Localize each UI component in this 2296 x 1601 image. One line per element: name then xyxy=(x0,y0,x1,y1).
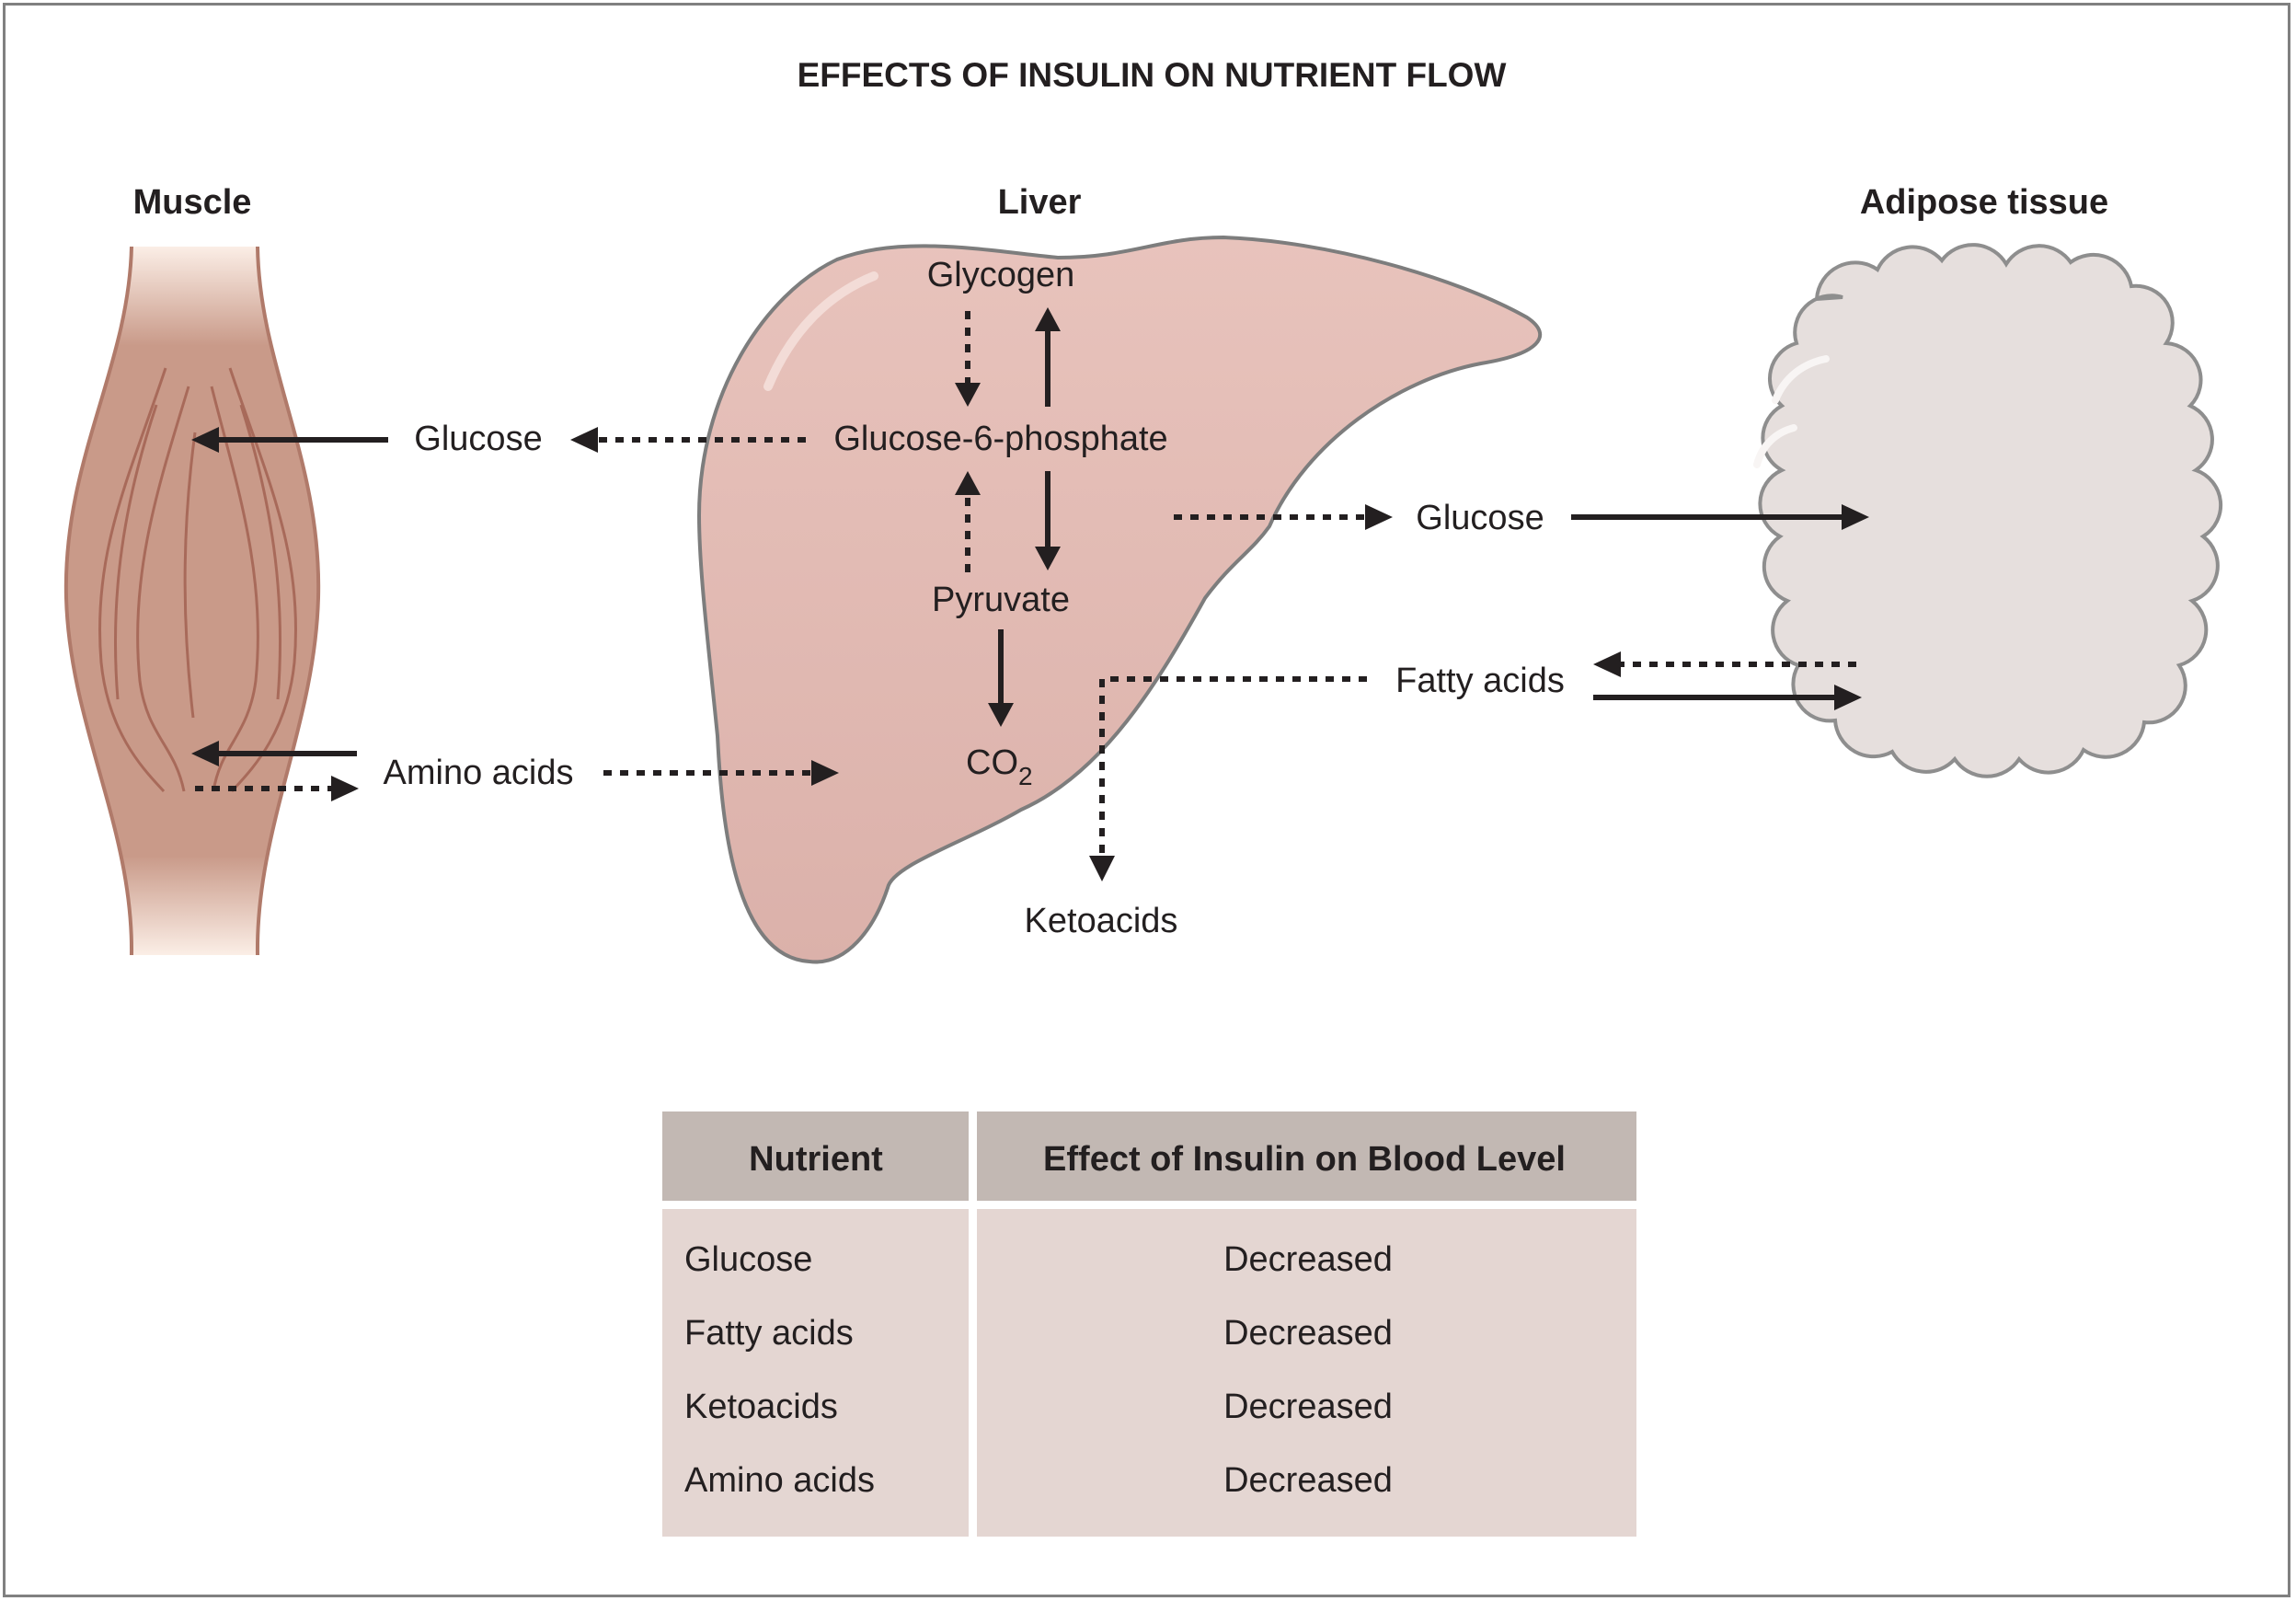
glucose-6-phosphate-label: Glucose-6-phosphate xyxy=(833,420,1167,458)
co2-subscript: 2 xyxy=(1018,762,1033,790)
table-body-effect-column xyxy=(977,1209,1636,1537)
insulin-effect-table: Nutrient Effect of Insulin on Blood Leve… xyxy=(662,1111,1636,1537)
glucose-to-muscle-label: Glucose xyxy=(414,420,542,458)
table-header-cell-nutrient xyxy=(662,1111,969,1201)
table-cell-nutrient: Fatty acids xyxy=(684,1314,854,1353)
table-cell-effect: Decreased xyxy=(1223,1314,1393,1353)
glycogen-label: Glycogen xyxy=(927,256,1075,294)
adipose-illustration xyxy=(1753,243,2223,778)
table-cell-nutrient: Glucose xyxy=(684,1240,812,1279)
co2-label: CO2 xyxy=(966,743,1033,790)
arrows-group xyxy=(191,307,1869,881)
figure-border xyxy=(3,3,2290,1597)
adipose-heading: Adipose tissue xyxy=(1860,183,2108,222)
muscle-heading: Muscle xyxy=(133,183,252,222)
table-header-cell-effect xyxy=(977,1111,1636,1201)
liver-heading: Liver xyxy=(998,183,1082,222)
table-cell-effect: Decreased xyxy=(1223,1461,1393,1500)
muscle-illustration xyxy=(63,246,321,956)
table-header-nutrient: Nutrient xyxy=(749,1140,883,1179)
glucose-to-adipose-label: Glucose xyxy=(1416,499,1544,537)
table-body-nutrient-column xyxy=(662,1209,969,1537)
ketoacids-label: Ketoacids xyxy=(1025,902,1178,940)
co2-base-text: CO xyxy=(966,743,1018,782)
dotted-arrow-fatty-acids-to-ketoacids xyxy=(1099,676,1367,856)
table-header-effect: Effect of Insulin on Blood Level xyxy=(1043,1140,1566,1179)
table-cell-effect: Decreased xyxy=(1223,1240,1393,1279)
pyruvate-label: Pyruvate xyxy=(932,581,1070,619)
table-cell-effect: Decreased xyxy=(1223,1388,1393,1426)
fatty-acids-label: Fatty acids xyxy=(1395,662,1565,700)
table-cell-nutrient: Amino acids xyxy=(684,1461,875,1500)
liver-illustration xyxy=(696,235,1543,964)
amino-acids-label: Amino acids xyxy=(384,754,574,792)
table-cell-nutrient: Ketoacids xyxy=(684,1388,838,1426)
diagram-title: EFFECTS OF INSULIN ON NUTRIENT FLOW xyxy=(798,56,1507,94)
